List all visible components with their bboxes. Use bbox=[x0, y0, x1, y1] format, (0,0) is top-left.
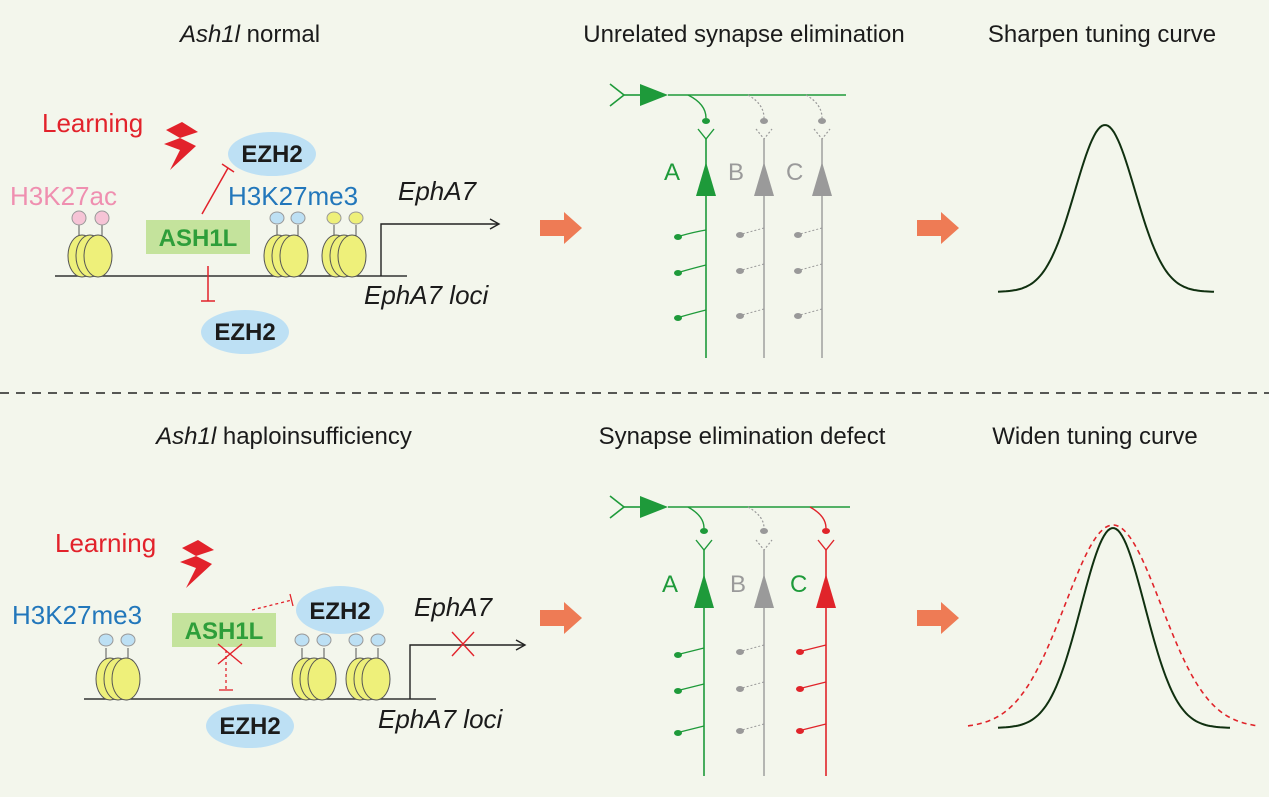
bottom-neuron-b-label: B bbox=[730, 571, 746, 598]
top-panel: Ash1l normal Learning H3K27ac H3K27me3 E… bbox=[10, 21, 1216, 358]
bottom-circuit: A B C bbox=[609, 495, 850, 776]
top-ash1l-box bbox=[146, 220, 250, 254]
bottom-curve-title: Widen tuning curve bbox=[992, 423, 1197, 450]
bottom-wide-tuning-curve bbox=[967, 524, 1259, 727]
bottom-ezh2-upper-label: EZH2 bbox=[309, 598, 370, 625]
top-ezh2-upper-ellipse bbox=[228, 132, 316, 176]
top-neuron-b bbox=[736, 128, 774, 358]
top-h3k27ac-label: H3K27ac bbox=[10, 181, 117, 211]
top-tuning-curve bbox=[997, 124, 1215, 293]
bottom-ash1l-label: ASH1L bbox=[185, 618, 264, 645]
bottom-transcription-arrow bbox=[409, 644, 524, 699]
bottom-neuron-a-label: A bbox=[662, 571, 678, 598]
top-arrow-to-curve-icon bbox=[917, 212, 959, 244]
bottom-nucleosome-1 bbox=[95, 633, 141, 701]
top-h3k27me3-label: H3K27me3 bbox=[228, 181, 358, 211]
bottom-tuning-curve bbox=[997, 527, 1230, 729]
top-nucleosome-3 bbox=[321, 211, 367, 278]
top-epha7-label: EphA7 bbox=[398, 176, 478, 206]
top-presyn-soma bbox=[640, 84, 668, 106]
top-ash1l-label: ASH1L bbox=[159, 225, 238, 252]
bottom-ezh2-upper-ellipse bbox=[296, 586, 384, 634]
top-curve-title: Sharpen tuning curve bbox=[988, 21, 1216, 48]
bottom-neuron-a bbox=[674, 539, 714, 776]
top-epha7-loci-label: EphA7 loci bbox=[364, 280, 490, 310]
top-neuron-c-label: C bbox=[786, 159, 803, 186]
bottom-arrow-to-synapse-icon bbox=[540, 602, 582, 634]
bottom-lightning-bolt-icon bbox=[180, 540, 214, 588]
top-neuron-a-label: A bbox=[664, 159, 680, 186]
top-ezh2-lower-label: EZH2 bbox=[214, 319, 275, 346]
top-inhibit-upper-line bbox=[201, 167, 229, 215]
bottom-nucleosome-3 bbox=[345, 633, 391, 701]
top-circuit: A B C bbox=[609, 83, 846, 358]
top-ezh2-lower-ellipse bbox=[201, 310, 289, 354]
top-transcription-arrow bbox=[380, 223, 498, 276]
top-nucleosome-1 bbox=[67, 210, 113, 278]
top-inhibit-upper-bar bbox=[221, 163, 235, 173]
bottom-nucleosome-2 bbox=[291, 633, 337, 701]
top-neuron-b-label: B bbox=[728, 159, 744, 186]
bottom-epha7-label: EphA7 bbox=[414, 592, 494, 622]
top-neuron-a bbox=[674, 128, 716, 358]
top-learning-label: Learning bbox=[42, 108, 143, 138]
top-neuron-c bbox=[794, 128, 832, 358]
top-transcription-arrowhead bbox=[489, 218, 501, 230]
bottom-panel: Ash1l haploinsufficiency Learning H3K27m… bbox=[12, 423, 1259, 776]
top-arrow-to-synapse-icon bbox=[540, 212, 582, 244]
top-ezh2-upper-label: EZH2 bbox=[241, 141, 302, 168]
bottom-neuron-c-label: C bbox=[790, 571, 807, 598]
bottom-ash1l-box bbox=[172, 613, 276, 647]
bottom-ezh2-lower-ellipse bbox=[206, 704, 294, 748]
top-nucleosome-2 bbox=[263, 211, 309, 278]
bottom-chromatin-title: Ash1l haploinsufficiency bbox=[154, 423, 412, 450]
bottom-arrow-to-curve-icon bbox=[917, 602, 959, 634]
bottom-h3k27me3-label: H3K27me3 bbox=[12, 600, 142, 630]
bottom-learning-label: Learning bbox=[55, 528, 156, 558]
top-presyn-dendrite bbox=[609, 83, 626, 107]
bottom-neuron-b bbox=[736, 539, 774, 776]
top-lightning-bolt-icon bbox=[164, 122, 198, 170]
top-synapse-title: Unrelated synapse elimination bbox=[583, 21, 905, 48]
bottom-epha7-loci-label: EphA7 loci bbox=[378, 704, 504, 734]
bottom-synapse-title: Synapse elimination defect bbox=[599, 423, 886, 450]
bottom-presyn-soma bbox=[640, 496, 668, 518]
bottom-ezh2-lower-label: EZH2 bbox=[219, 713, 280, 740]
top-chromatin-title: Ash1l normal bbox=[178, 21, 320, 48]
bottom-neuron-c bbox=[796, 539, 836, 776]
